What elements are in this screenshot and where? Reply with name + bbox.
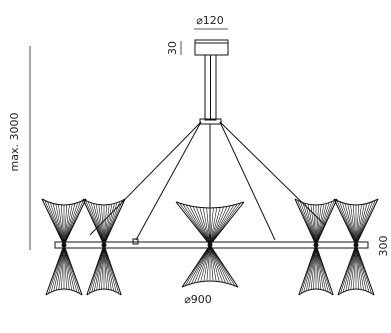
shade-height-label: 300 <box>377 236 390 257</box>
down-rod <box>199 54 222 125</box>
right-shade <box>294 198 338 296</box>
left-shade <box>82 198 126 296</box>
center-shade <box>175 201 245 288</box>
canopy <box>194 39 229 56</box>
canopy-height-label: 30 <box>166 41 179 55</box>
canopy-diameter-label: ⌀120 <box>196 14 224 27</box>
max-length-dimension: max. 3000 <box>8 46 31 250</box>
max-length-label: max. 3000 <box>8 113 21 172</box>
shades-group <box>41 198 379 296</box>
canopy-height-dimension: 30 <box>166 41 182 55</box>
far-right-shade <box>333 198 379 296</box>
shade-height-dimension: 300 <box>377 236 390 257</box>
suspension-cables <box>89 121 326 244</box>
total-diameter-dimension: ⌀900 <box>184 293 212 306</box>
far-left-shade <box>41 198 87 296</box>
total-diameter-label: ⌀900 <box>184 293 212 306</box>
canopy-diameter-dimension: ⌀120 <box>194 14 228 30</box>
